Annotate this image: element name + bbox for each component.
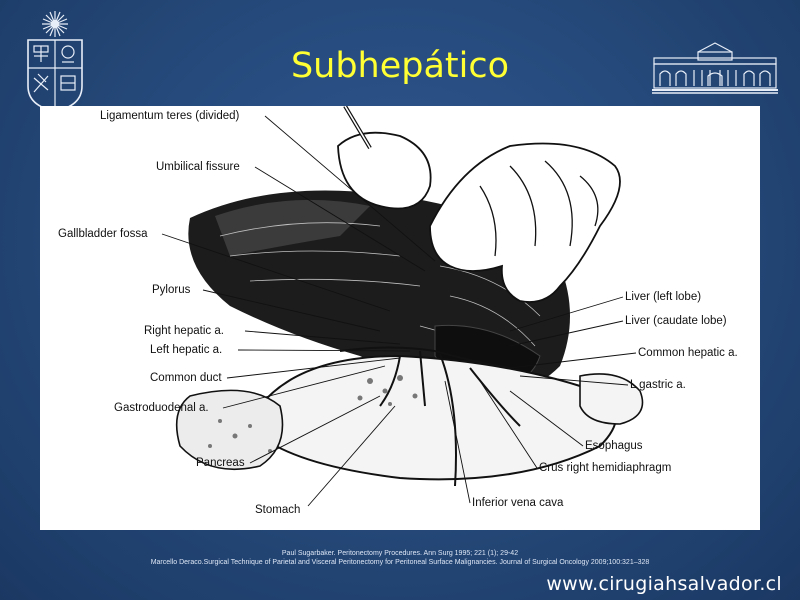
label-esophagus: Esophagus xyxy=(585,440,643,452)
references: Paul Sugarbaker. Peritonectomy Procedure… xyxy=(0,549,800,567)
label-l-gastric: L gastric a. xyxy=(630,379,686,391)
reference-2: Marcello Deraco.Surgical Technique of Pa… xyxy=(150,559,650,566)
label-inferior-vena-cava: Inferior vena cava xyxy=(472,497,564,509)
label-common-duct: Common duct xyxy=(150,372,222,384)
label-crus: Crus right hemidiaphragm xyxy=(539,462,672,474)
hospital-building-icon xyxy=(652,42,778,94)
label-gallbladder-fossa: Gallbladder fossa xyxy=(58,228,148,240)
label-liver-caudate-lobe: Liver (caudate lobe) xyxy=(625,315,727,327)
slide-title: Subhepático xyxy=(290,46,510,86)
website-url: www.cirugiahsalvador.cl xyxy=(546,573,782,595)
university-crest-icon xyxy=(27,11,83,112)
label-pylorus: Pylorus xyxy=(152,284,191,296)
label-right-hepatic: Right hepatic a. xyxy=(144,325,224,337)
label-gastroduodenal: Gastroduodenal a. xyxy=(114,402,209,414)
label-common-hepatic: Common hepatic a. xyxy=(638,347,738,359)
label-liver-left-lobe: Liver (left lobe) xyxy=(625,291,702,303)
reference-1: Paul Sugarbaker. Peritonectomy Procedure… xyxy=(281,550,519,557)
label-ligamentum-teres: Ligamentum teres (divided) xyxy=(100,110,240,122)
label-umbilical-fissure: Umbilical fissure xyxy=(156,161,240,173)
label-left-hepatic: Left hepatic a. xyxy=(150,344,223,356)
label-stomach: Stomach xyxy=(255,504,301,516)
label-pancreas: Pancreas xyxy=(196,457,245,469)
anatomy-drawing xyxy=(161,106,644,507)
anatomy-figure: Ligamentum teres (divided) Umbilical fis… xyxy=(40,106,760,530)
